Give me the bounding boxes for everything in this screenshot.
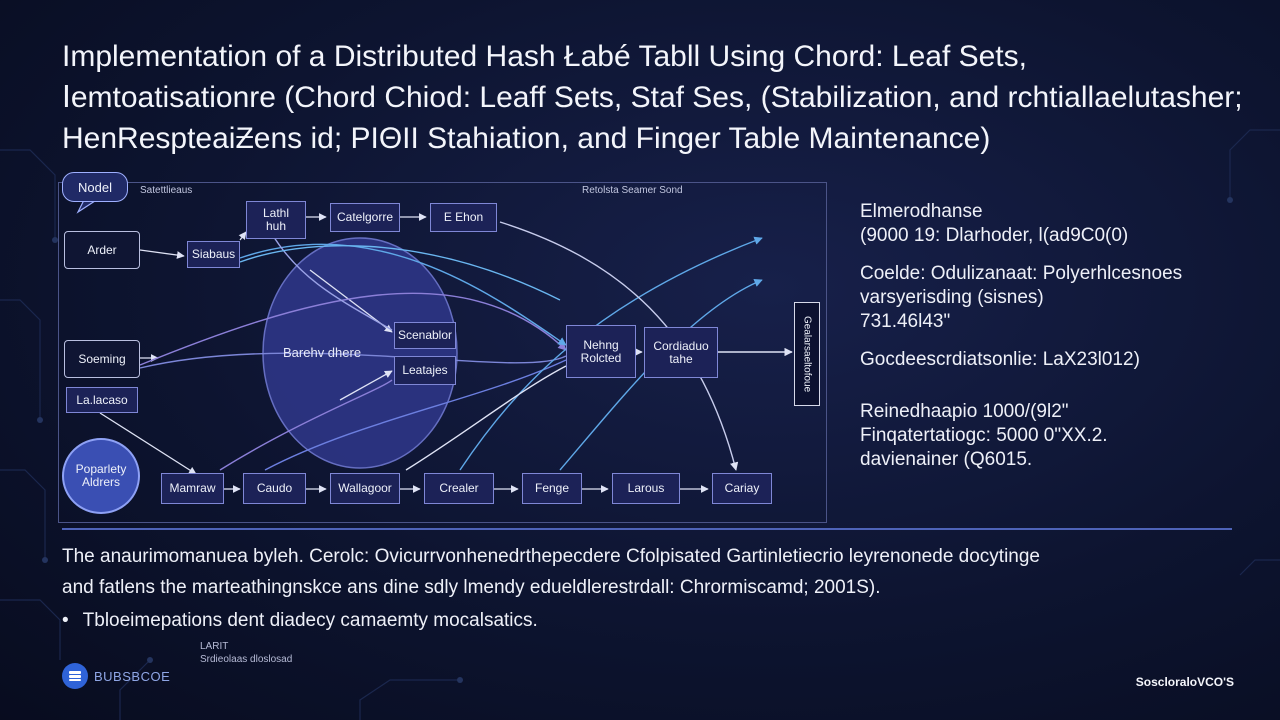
stat-9: davienainer (Q6015.	[860, 449, 1033, 470]
node-cordiaduo[interactable]: Cordiaduo tahe	[644, 327, 718, 378]
node-caudo[interactable]: Caudo	[243, 473, 306, 504]
flow-2	[239, 243, 567, 346]
node-scenablor[interactable]: Scenablor	[394, 322, 456, 349]
logo-badge-icon	[62, 663, 88, 689]
node-fenge-label: Fenge	[534, 481, 570, 495]
title-line-2: Ⅰemtoatisatiоnre (Chord Chiod: Leaff Set…	[62, 81, 1243, 114]
node-leatajes-label: Leatajes	[402, 363, 448, 377]
node-neng[interactable]: Nehng Rolcted	[566, 325, 636, 378]
footnote: LARIT Srdieolaas dloslosad	[200, 640, 292, 666]
node-lath[interactable]: Lathl huh	[246, 201, 306, 239]
edge-arder-siabaus	[139, 249, 185, 259]
stack-icon	[69, 671, 81, 681]
node-lalacoo[interactable]: La.lacaso	[66, 387, 138, 413]
corner-label-right: Retolsta Seamer Sond	[582, 185, 683, 196]
flow-10	[271, 233, 393, 331]
node-soeming-label: Soeming	[78, 351, 126, 366]
stat-1: Elmerodhanse	[860, 201, 983, 222]
node-vertical-label: Gealarsaeltofoue	[801, 315, 813, 393]
flow-7	[499, 221, 739, 471]
footnote-line-2: Srdieolaas dloslosad	[200, 654, 293, 665]
node-cariay-label: Cariay	[724, 481, 760, 495]
node-creanter[interactable]: Crealer	[424, 473, 494, 504]
stat-5: 731.46l43"	[860, 311, 951, 332]
node-cariay[interactable]: Cariay	[712, 473, 772, 504]
node-neng-label: Nehng Rolcted	[580, 337, 622, 365]
edge-lalacoo-mamrow	[99, 412, 197, 475]
node-waliagoor[interactable]: Wallagoor	[330, 473, 400, 504]
node-vertical[interactable]: Gealarsaeltofoue	[794, 302, 820, 406]
node-caudo-label: Caudo	[256, 481, 293, 495]
callout-label: Nodel	[78, 179, 112, 195]
logo: BUBSBCOE	[62, 663, 170, 689]
node-lath-label: Lathl huh	[262, 206, 290, 233]
node-ehoon-label: E Ehon	[443, 210, 484, 224]
node-popularity-label: Poparlety Aldrers	[75, 462, 127, 489]
node-scenablor-label: Scenablor	[397, 328, 453, 342]
node-siabaus[interactable]: Siabaus	[187, 241, 240, 268]
bullet-dot-icon: •	[62, 610, 69, 631]
node-leatajes[interactable]: Leatajes	[394, 356, 456, 385]
flow-11	[239, 244, 561, 301]
node-categoro-label: Catelgorre	[336, 210, 394, 224]
node-waliagoor-label: Wallagoor	[338, 481, 392, 495]
summary-line-1: The anaurimomanuea byleh. Cerolc: Ovicur…	[62, 546, 1040, 567]
node-cordiaduo-label: Cordiaduo tahe	[653, 338, 709, 366]
section-divider	[62, 528, 1232, 530]
summary-line-2: and fatlens the marteathingnskce ans din…	[62, 577, 881, 598]
stat-3: Coelde: Odulizanaat: Polyerhlcesnoes	[860, 263, 1183, 284]
bullet-item: • Tbloeimepations dent diadecy camaemty m…	[62, 610, 538, 632]
flow-1	[139, 292, 567, 366]
stat-4: varsyerisding (sisnes)	[860, 287, 1044, 308]
logo-text: BUBSBCOE	[94, 668, 171, 684]
title-line-1: Implementation of a Distributed Hash Łab…	[62, 40, 1027, 73]
edge-siabaus-lath	[238, 231, 247, 241]
node-siabaus-label: Siabaus	[191, 247, 236, 261]
node-arder-label: Arder	[87, 242, 117, 257]
flow-8	[405, 365, 567, 471]
node-arder[interactable]: Arder	[64, 231, 140, 269]
node-popularity[interactable]: Poparlety Aldrers	[62, 438, 140, 514]
slide-title: Implementation of a Distributed Hash Łab…	[62, 36, 1252, 159]
node-ehoon[interactable]: E Ehon	[430, 203, 497, 232]
node-fenge[interactable]: Fenge	[522, 473, 582, 504]
node-soeming[interactable]: Soeming	[64, 340, 140, 378]
footnote-line-1: LARIT	[200, 641, 229, 652]
stat-7: Reinedhaapio 1000/(9l2"	[860, 401, 1069, 422]
edge-ring-leatajes	[339, 370, 393, 401]
corner-label-left: Satettlieaus	[140, 185, 193, 196]
node-larcus-label: Larous	[627, 481, 665, 495]
flow-12	[219, 379, 393, 471]
bullet-text: Tbloeimepations dent diadecy camaemty mo…	[82, 610, 538, 631]
brand-mark: SoscloraloVCO'S	[1135, 675, 1234, 689]
ring-label: Barehv dhere	[283, 345, 362, 360]
node-creanter-label: Crealer	[439, 481, 479, 495]
node-larcus[interactable]: Larous	[612, 473, 680, 504]
flow-4	[264, 359, 567, 471]
diagram-frame	[58, 182, 827, 523]
stat-6: Gocdeescrdiatsonlie: LaX23l012)	[860, 349, 1140, 370]
stat-8: Finqatertatiogc: 5000 0"XX.2.	[860, 425, 1108, 446]
title-line-3: HenRespteaiƵens id; PIΘII Stahiation, an…	[62, 122, 991, 155]
node-mamrow-label: Mamraw	[169, 481, 216, 495]
callout-node: Nodel	[62, 172, 128, 202]
node-categoro[interactable]: Catelgorre	[330, 203, 400, 232]
stat-2: (9000 19: Dlarhoder, l(ad9C0(0)	[860, 225, 1129, 246]
node-lalacoo-label: La.lacaso	[76, 392, 128, 407]
summary-text: The anaurimomanuea byleh. Cerolc: Ovicur…	[62, 541, 1262, 603]
stats-panel: Elmerodhanse (9000 19: Dlarhoder, l(ad9C…	[860, 200, 1250, 472]
node-mamrow[interactable]: Mamraw	[161, 473, 224, 504]
